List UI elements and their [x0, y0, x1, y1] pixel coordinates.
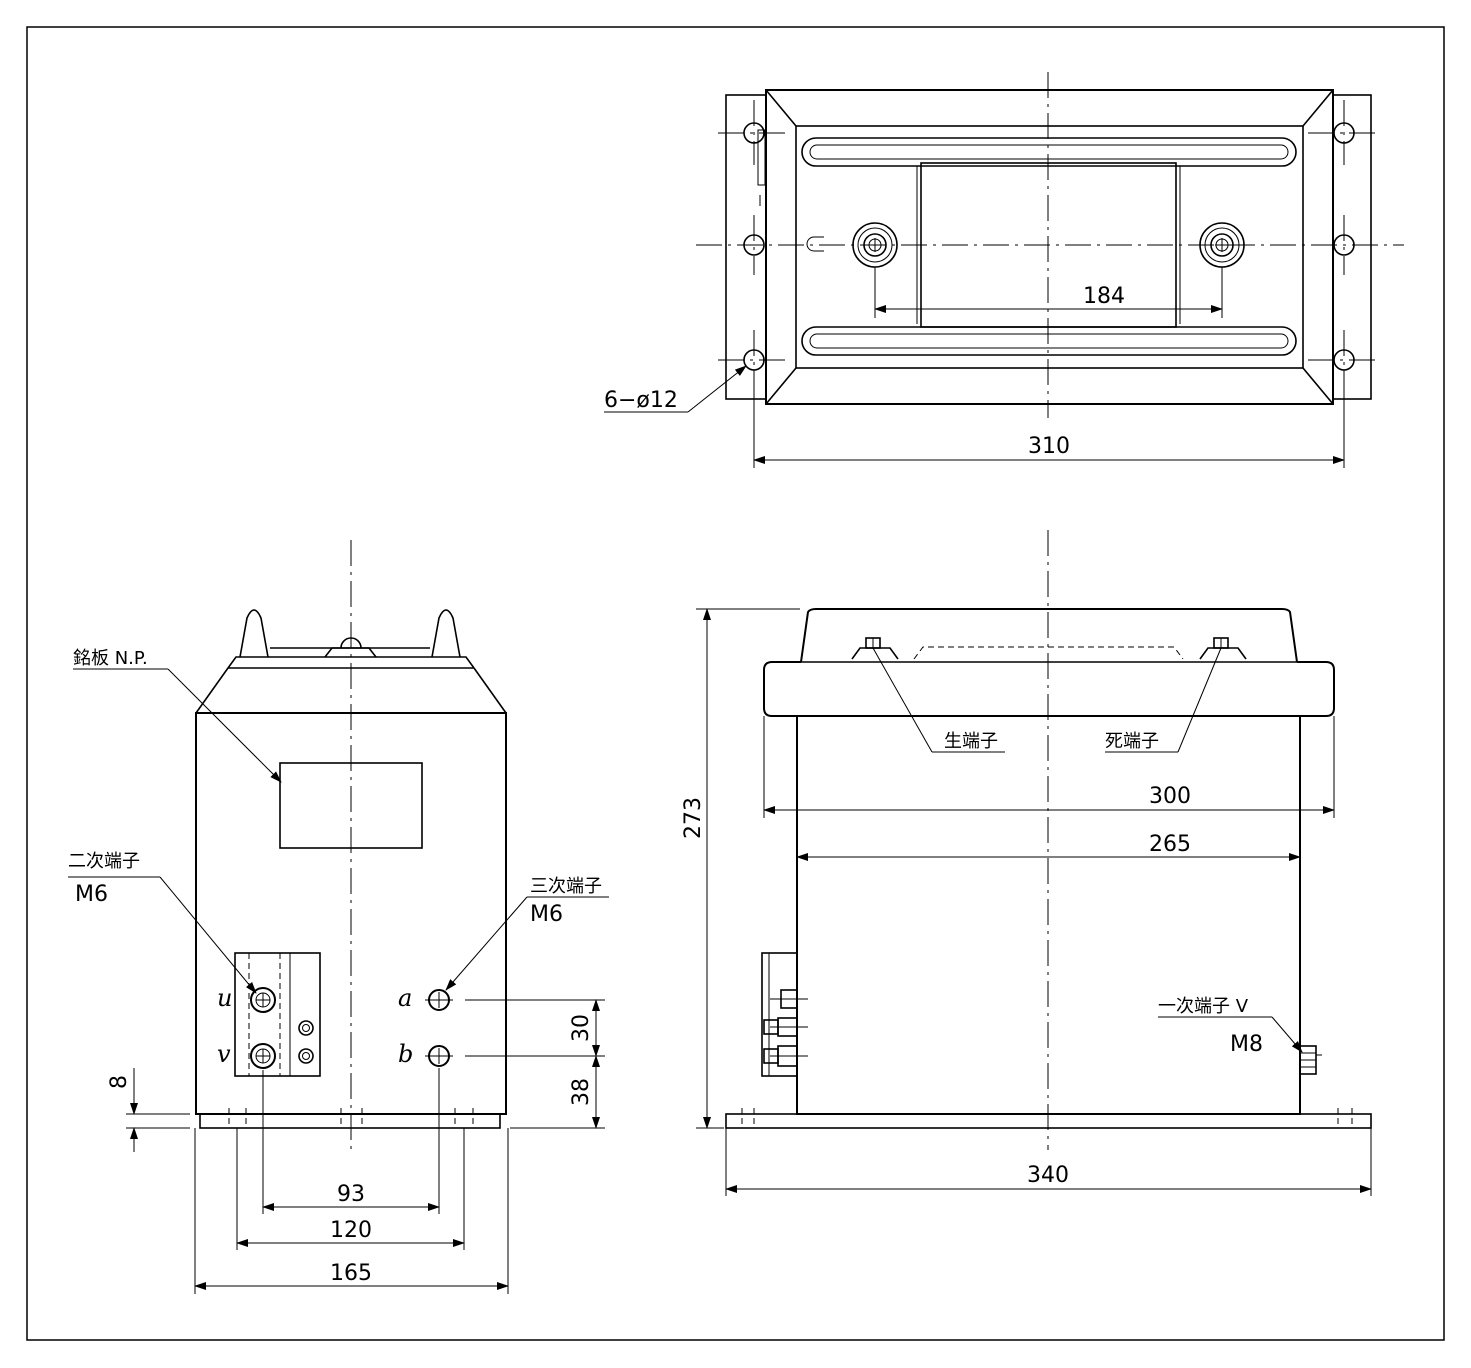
- lid-outer: [765, 89, 1334, 405]
- terminal-b-icon: [425, 1045, 453, 1067]
- right-lifting-lug: [431, 609, 461, 658]
- terminal-a-icon: [425, 989, 453, 1011]
- primary-terminal-v-icon: [1299, 1045, 1322, 1075]
- dim-top-width: 310: [1028, 434, 1070, 459]
- dim-120: 120: [330, 1218, 372, 1243]
- nameplate-label: 銘板 N.P.: [73, 648, 148, 669]
- terminal-u-label: u: [217, 984, 232, 1012]
- secondary-terminal-block: [234, 952, 321, 1077]
- dim-8: 8: [107, 1075, 132, 1089]
- dim-terminal-pitch: 184: [1083, 284, 1125, 309]
- dead-terminal-label: 死端子: [1105, 731, 1159, 752]
- side-view: 生端子 死端子 一次端子 V M8 273 300 265 340: [681, 530, 1372, 1196]
- dead-terminal-icon: [1213, 637, 1229, 649]
- live-terminal-icon: [865, 637, 881, 649]
- dim-93: 93: [337, 1182, 365, 1207]
- primary-terminal-size: M8: [1230, 1032, 1263, 1057]
- dim-265: 265: [1149, 832, 1191, 857]
- lower-slot: [801, 326, 1297, 356]
- primary-terminal-label: 一次端子 V: [1158, 996, 1249, 1017]
- front-view: u v a b 銘板 N.P. 二次端子 M6 三次端子 M6: [68, 540, 609, 1294]
- front-body: [195, 712, 507, 1115]
- side-terminal-studs-icon: [763, 989, 808, 1067]
- side-terminal-block: [761, 952, 798, 1077]
- live-terminal-label: 生端子: [944, 731, 998, 752]
- top-view: 184 310 6−ø12: [604, 72, 1404, 468]
- earth-terminal-icons: [298, 1020, 314, 1064]
- left-lifting-lug: [239, 609, 269, 658]
- holes-callout: 6−ø12: [604, 388, 678, 413]
- terminal-v-label: v: [217, 1040, 231, 1068]
- mounting-holes-icon: [743, 122, 1355, 371]
- front-base-plate: [199, 1113, 501, 1129]
- dim-300: 300: [1149, 784, 1191, 809]
- dim-165: 165: [330, 1261, 372, 1286]
- terminal-u-icon: [250, 987, 276, 1013]
- terminal-b-label: b: [398, 1040, 413, 1068]
- side-lid-top: [800, 608, 1298, 663]
- terminal-a-label: a: [398, 984, 412, 1012]
- upper-slot: [801, 137, 1297, 167]
- side-lid-rim: [763, 661, 1335, 717]
- secondary-terminal-label: 二次端子: [68, 851, 140, 872]
- dim-30: 30: [569, 1014, 594, 1042]
- dim-273: 273: [681, 797, 706, 839]
- lid-inner: [795, 125, 1304, 369]
- tertiary-terminal-label: 三次端子: [530, 876, 602, 897]
- dim-340: 340: [1027, 1163, 1069, 1188]
- dim-38: 38: [569, 1078, 594, 1106]
- tertiary-terminal-size: M6: [530, 902, 563, 927]
- drawing-frame: [26, 26, 1445, 1341]
- secondary-terminal-size: M6: [75, 882, 108, 907]
- terminal-v-icon: [250, 1043, 276, 1069]
